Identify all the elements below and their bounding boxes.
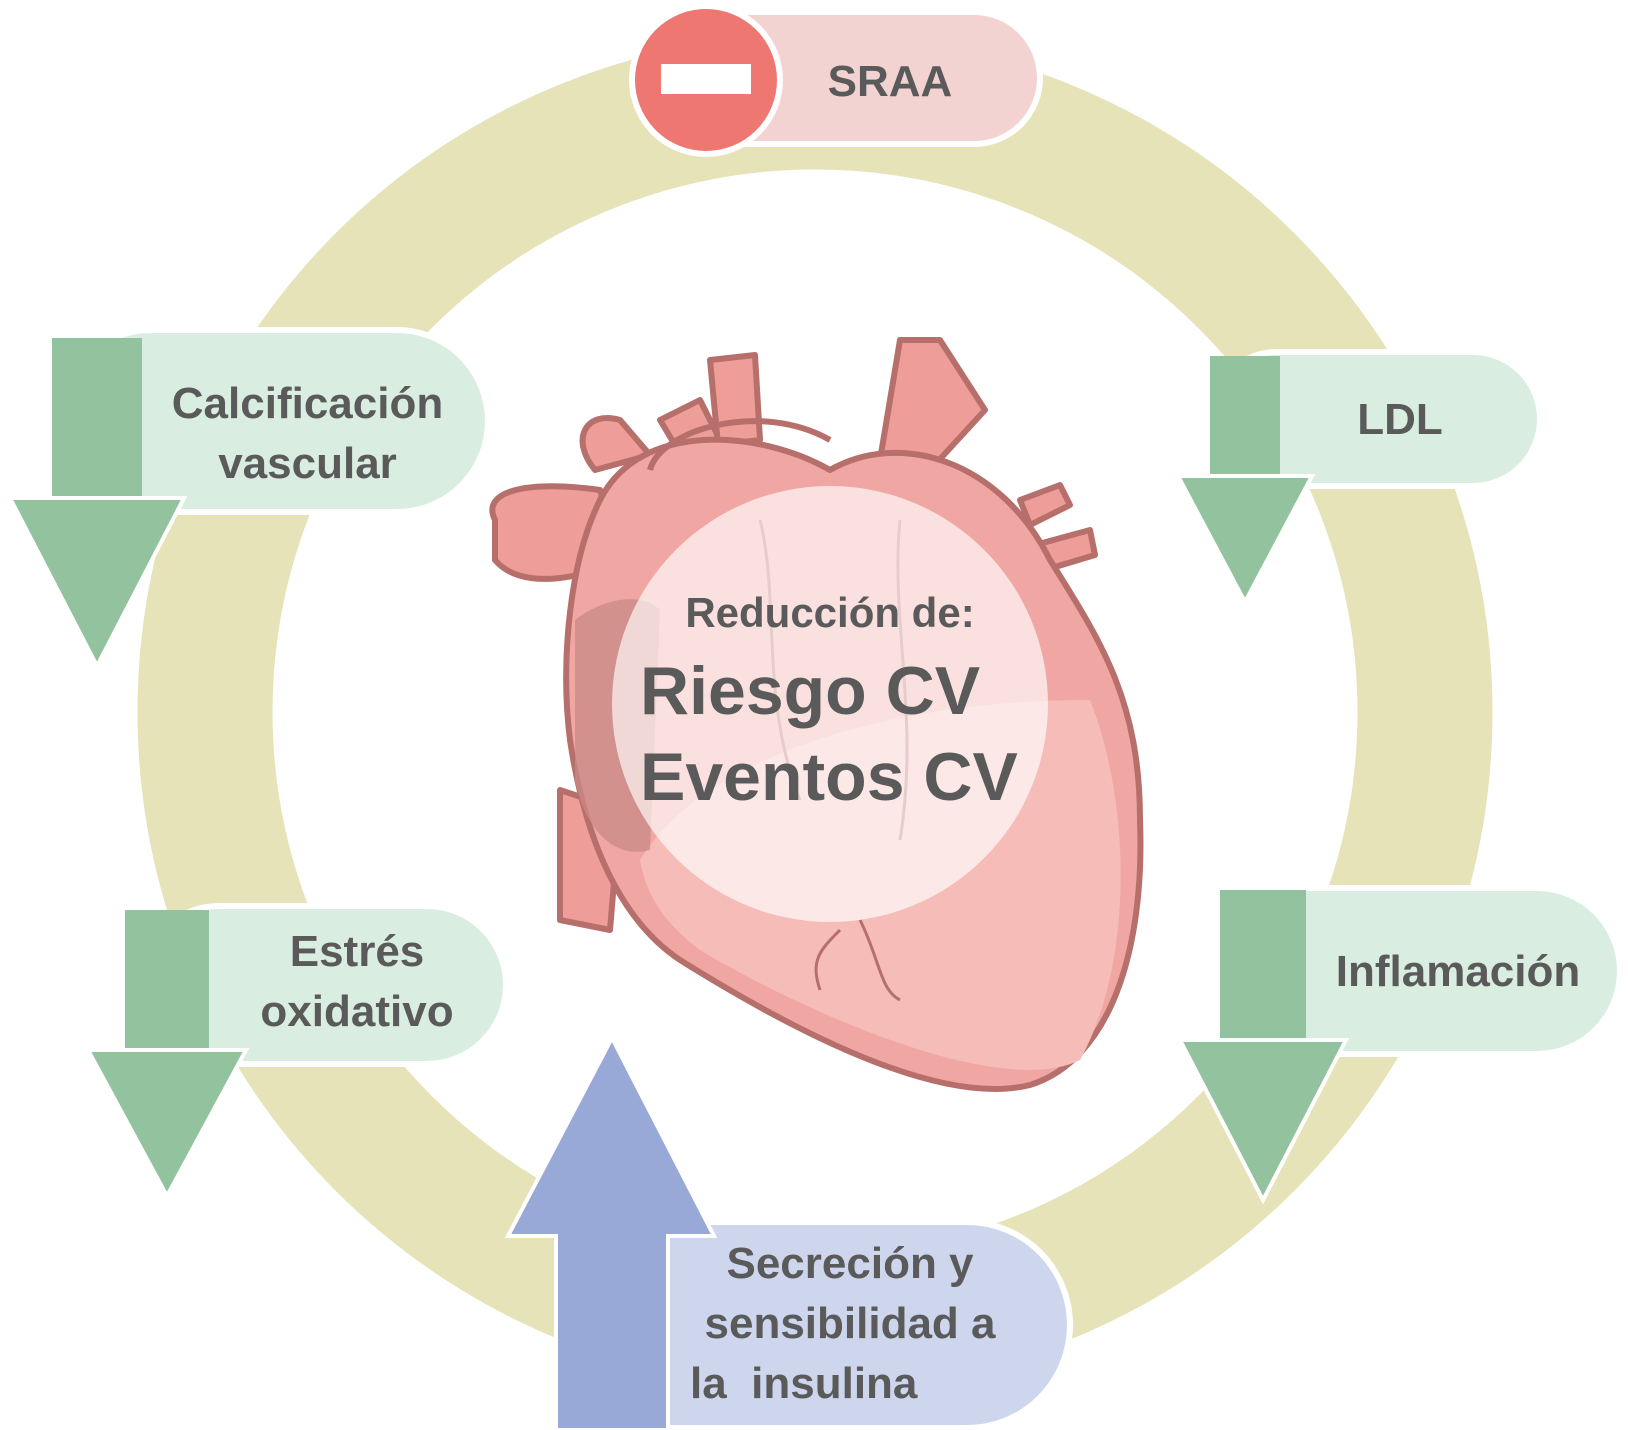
center-line2: Eventos CV — [640, 739, 1018, 815]
down-arrow-icon — [84, 1048, 250, 1201]
estres-label-line2: oxidativo — [260, 987, 454, 1036]
minus-icon — [661, 64, 751, 94]
calcificacion-arrow-shaft — [52, 338, 142, 498]
calcificacion-label-line1: Calcificación — [171, 379, 444, 428]
inflamacion-label: Inflamación — [1335, 947, 1581, 996]
ldl-label: LDL — [1357, 395, 1443, 444]
inflamacion-arrow-shaft — [1220, 890, 1306, 1040]
estres-arrow-shaft — [125, 910, 209, 1050]
estres-label-line1: Estrés — [289, 927, 425, 976]
center-circle — [612, 486, 1048, 922]
sraa-label: SRAA — [827, 57, 953, 106]
insulina-label-line1: Secreción y — [726, 1239, 974, 1288]
down-arrow-icon — [1174, 474, 1316, 607]
calcificacion-label-line2: vascular — [218, 439, 397, 488]
insulina-label-line2: sensibilidad a — [704, 1299, 996, 1348]
center-subtitle: Reducción de: — [685, 589, 975, 636]
down-arrow-icon — [6, 496, 188, 671]
down-arrow-icon — [1176, 1038, 1350, 1205]
ldl-arrow-shaft — [1210, 356, 1280, 476]
center-line1: Riesgo CV — [640, 653, 981, 729]
insulina-label-line3: la insulina — [690, 1359, 918, 1408]
up-arrow-icon — [504, 1033, 718, 1430]
